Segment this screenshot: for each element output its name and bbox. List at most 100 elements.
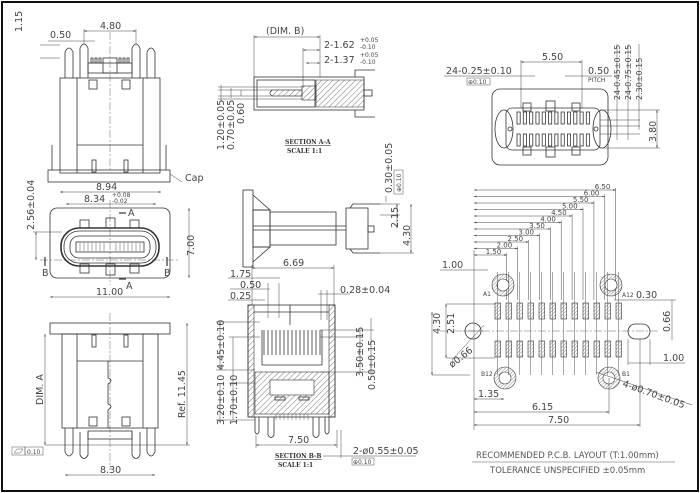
dim-7-50-bb: 7.50 xyxy=(288,435,309,446)
dim-1-00-pcb: 1.00 xyxy=(442,260,463,271)
pin-a12: A12 xyxy=(622,292,634,299)
chain-dim-label: 2.50 xyxy=(508,235,524,243)
contact-top xyxy=(573,111,578,125)
chain-dim-label: 3.50 xyxy=(529,222,545,230)
contact-bottom xyxy=(541,133,546,147)
contact-bottom xyxy=(535,133,540,147)
dim-8-34-tol-minus: -0.02 xyxy=(112,198,128,205)
layout-title: RECOMMENDED P.C.B. LAYOUT (T:1.00mm) xyxy=(476,451,659,461)
dim-1-37-minus: -0.10 xyxy=(360,59,376,66)
section-a-top: A xyxy=(128,208,135,219)
chain-dim-label: 6.50 xyxy=(595,183,611,191)
dim-8-94: 8.94 xyxy=(96,182,117,193)
flatness-symbol-box xyxy=(11,446,26,456)
dim-6-69: 6.69 xyxy=(283,258,304,269)
front-view: 8.94 8.34 +0.08 -0.02 A A B B 2.56±0.04 … xyxy=(26,180,197,298)
chain-dim-label: 5.50 xyxy=(573,196,589,204)
dim-4-30: 4.30 xyxy=(402,225,413,246)
dim-8-30: 8.30 xyxy=(100,465,121,476)
dim-0-45: 24-0.45±0.15 xyxy=(613,45,622,100)
dim-pads-tol: ⊕0.10 xyxy=(468,79,487,86)
contact-bottom xyxy=(516,133,521,147)
dim-5-50: 5.50 xyxy=(542,52,563,63)
contact-top xyxy=(554,111,559,125)
dim-0-30-pcb: 0.30 xyxy=(636,290,657,301)
footprint-top-view: 5.50 24-0.25±0.10 ⊕0.10 0.50 PITCH 24-0.… xyxy=(444,44,660,166)
top-view: 4.80 0.50 1.15 Cap xyxy=(14,11,204,184)
chain-dim-label: 6.00 xyxy=(584,190,600,198)
chain-dim-label: 5.00 xyxy=(562,203,578,211)
dim-0-30-tol: ⊕0.10 xyxy=(396,173,403,192)
contact-top xyxy=(548,111,553,125)
contact-bottom xyxy=(560,133,565,147)
dim-2-30: 2.30±0.15 xyxy=(635,58,644,100)
section-b-b-title: SECTION B-B xyxy=(275,453,322,460)
side-view: 0.30±0.05 ⊕0.10 2.15 4.30 xyxy=(242,143,414,268)
flatness-value: 0.10 xyxy=(27,449,41,456)
dim-3-50: 3.50±0.15 xyxy=(355,327,366,377)
tolerance-note: TOLERANCE UNSPECIFIED ±0.05mm xyxy=(489,466,645,476)
dim-0-70: 0.70±0.05 xyxy=(226,100,237,150)
dim-3-20: 3.20±0.10 xyxy=(216,375,227,425)
dim-pads: 24-0.25±0.10 xyxy=(446,66,512,77)
dim-holes: 4-ø0.70±0.05 xyxy=(621,378,686,411)
dim-1-62-plus: +0.05 xyxy=(360,37,379,44)
dim-pin: 2-ø0.55±0.05 xyxy=(353,446,419,457)
bottom-view: DIM. A Ref. 11.45 0.10 8.30 xyxy=(11,313,190,476)
dim-0-60: 0.60 xyxy=(236,103,247,124)
dim-2-56: 2.56±0.04 xyxy=(26,180,37,230)
dim-7-50-pcb: 7.50 xyxy=(548,415,569,426)
dim-1-15: 1.15 xyxy=(14,11,25,32)
chain-dim-label: 2.00 xyxy=(497,242,513,250)
dim-a: DIM. A xyxy=(35,374,46,405)
contact-top xyxy=(516,111,521,125)
dim-0-50-bb: 0.50 xyxy=(240,280,261,291)
cap-label: Cap xyxy=(185,173,204,184)
contact-top xyxy=(567,111,572,125)
section-a-a-title: SECTION A-A xyxy=(285,139,331,146)
dim-8-34-tol-plus: +0.08 xyxy=(112,192,131,199)
contact-bottom xyxy=(567,133,572,147)
dim-0-28: 0.28±0.04 xyxy=(340,285,390,296)
contact-top xyxy=(579,111,584,125)
section-b-b-scale: SCALE 1:1 xyxy=(278,462,313,469)
dim-slot: ø0.66 xyxy=(447,345,475,370)
dim-3-80: 3.80 xyxy=(648,121,659,142)
contact-top xyxy=(535,111,540,125)
section-b-right: B xyxy=(164,268,171,279)
section-a-a: (DIM. B) 2-1.62 +0.05 -0.10 2-1.37 +0.05… xyxy=(216,26,379,155)
chain-dim-label: 4.00 xyxy=(540,216,556,224)
dim-ref-11-45: Ref. 11.45 xyxy=(177,370,188,418)
pitch-label: PITCH xyxy=(588,77,605,84)
section-b-b: 6.69 1.75 0.50 0.25 0.28±0.04 xyxy=(216,258,419,469)
section-a-a-scale: SCALE 1:1 xyxy=(287,148,322,155)
pin-b12: B12 xyxy=(481,371,493,378)
dim-6-15: 6.15 xyxy=(532,402,553,413)
dim-1-62: 2-1.62 xyxy=(324,40,355,51)
dim-pitch: 0.50 xyxy=(588,66,609,77)
contact-bottom xyxy=(554,133,559,147)
contact-bottom xyxy=(548,133,553,147)
dim-1-37-plus: +0.05 xyxy=(360,52,379,59)
dim-0-50: 0.50 xyxy=(50,30,71,41)
contact-bottom xyxy=(529,133,534,147)
dim-8-34: 8.34 xyxy=(84,194,105,205)
pcb-layout: 6.506.005.505.004.504.003.503.002.502.00… xyxy=(431,183,693,476)
dim-1-00-slot: 1.00 xyxy=(663,353,684,364)
contact-bottom xyxy=(573,133,578,147)
dim-4-80: 4.80 xyxy=(100,21,121,32)
dim-0-30: 0.30±0.05 xyxy=(384,143,395,193)
dim-pin-tol: ⊕0.10 xyxy=(353,459,372,466)
dim-1-70: 1.70±0.10 xyxy=(229,375,240,425)
dim-0-66: 0.66 xyxy=(662,311,673,332)
dim-11-00: 11.00 xyxy=(96,287,123,298)
contact-top xyxy=(541,111,546,125)
dim-7-00: 7.00 xyxy=(186,235,197,256)
dim-1-75: 1.75 xyxy=(230,269,251,280)
dim-0-75: 24-0.75±0.15 xyxy=(624,45,633,100)
dim-2-51: 2.51 xyxy=(446,313,457,334)
dim-2-15: 2.15 xyxy=(390,207,401,228)
pin-a1: A1 xyxy=(483,291,491,298)
contact-top xyxy=(522,111,527,125)
pin-b1: B1 xyxy=(622,371,630,378)
